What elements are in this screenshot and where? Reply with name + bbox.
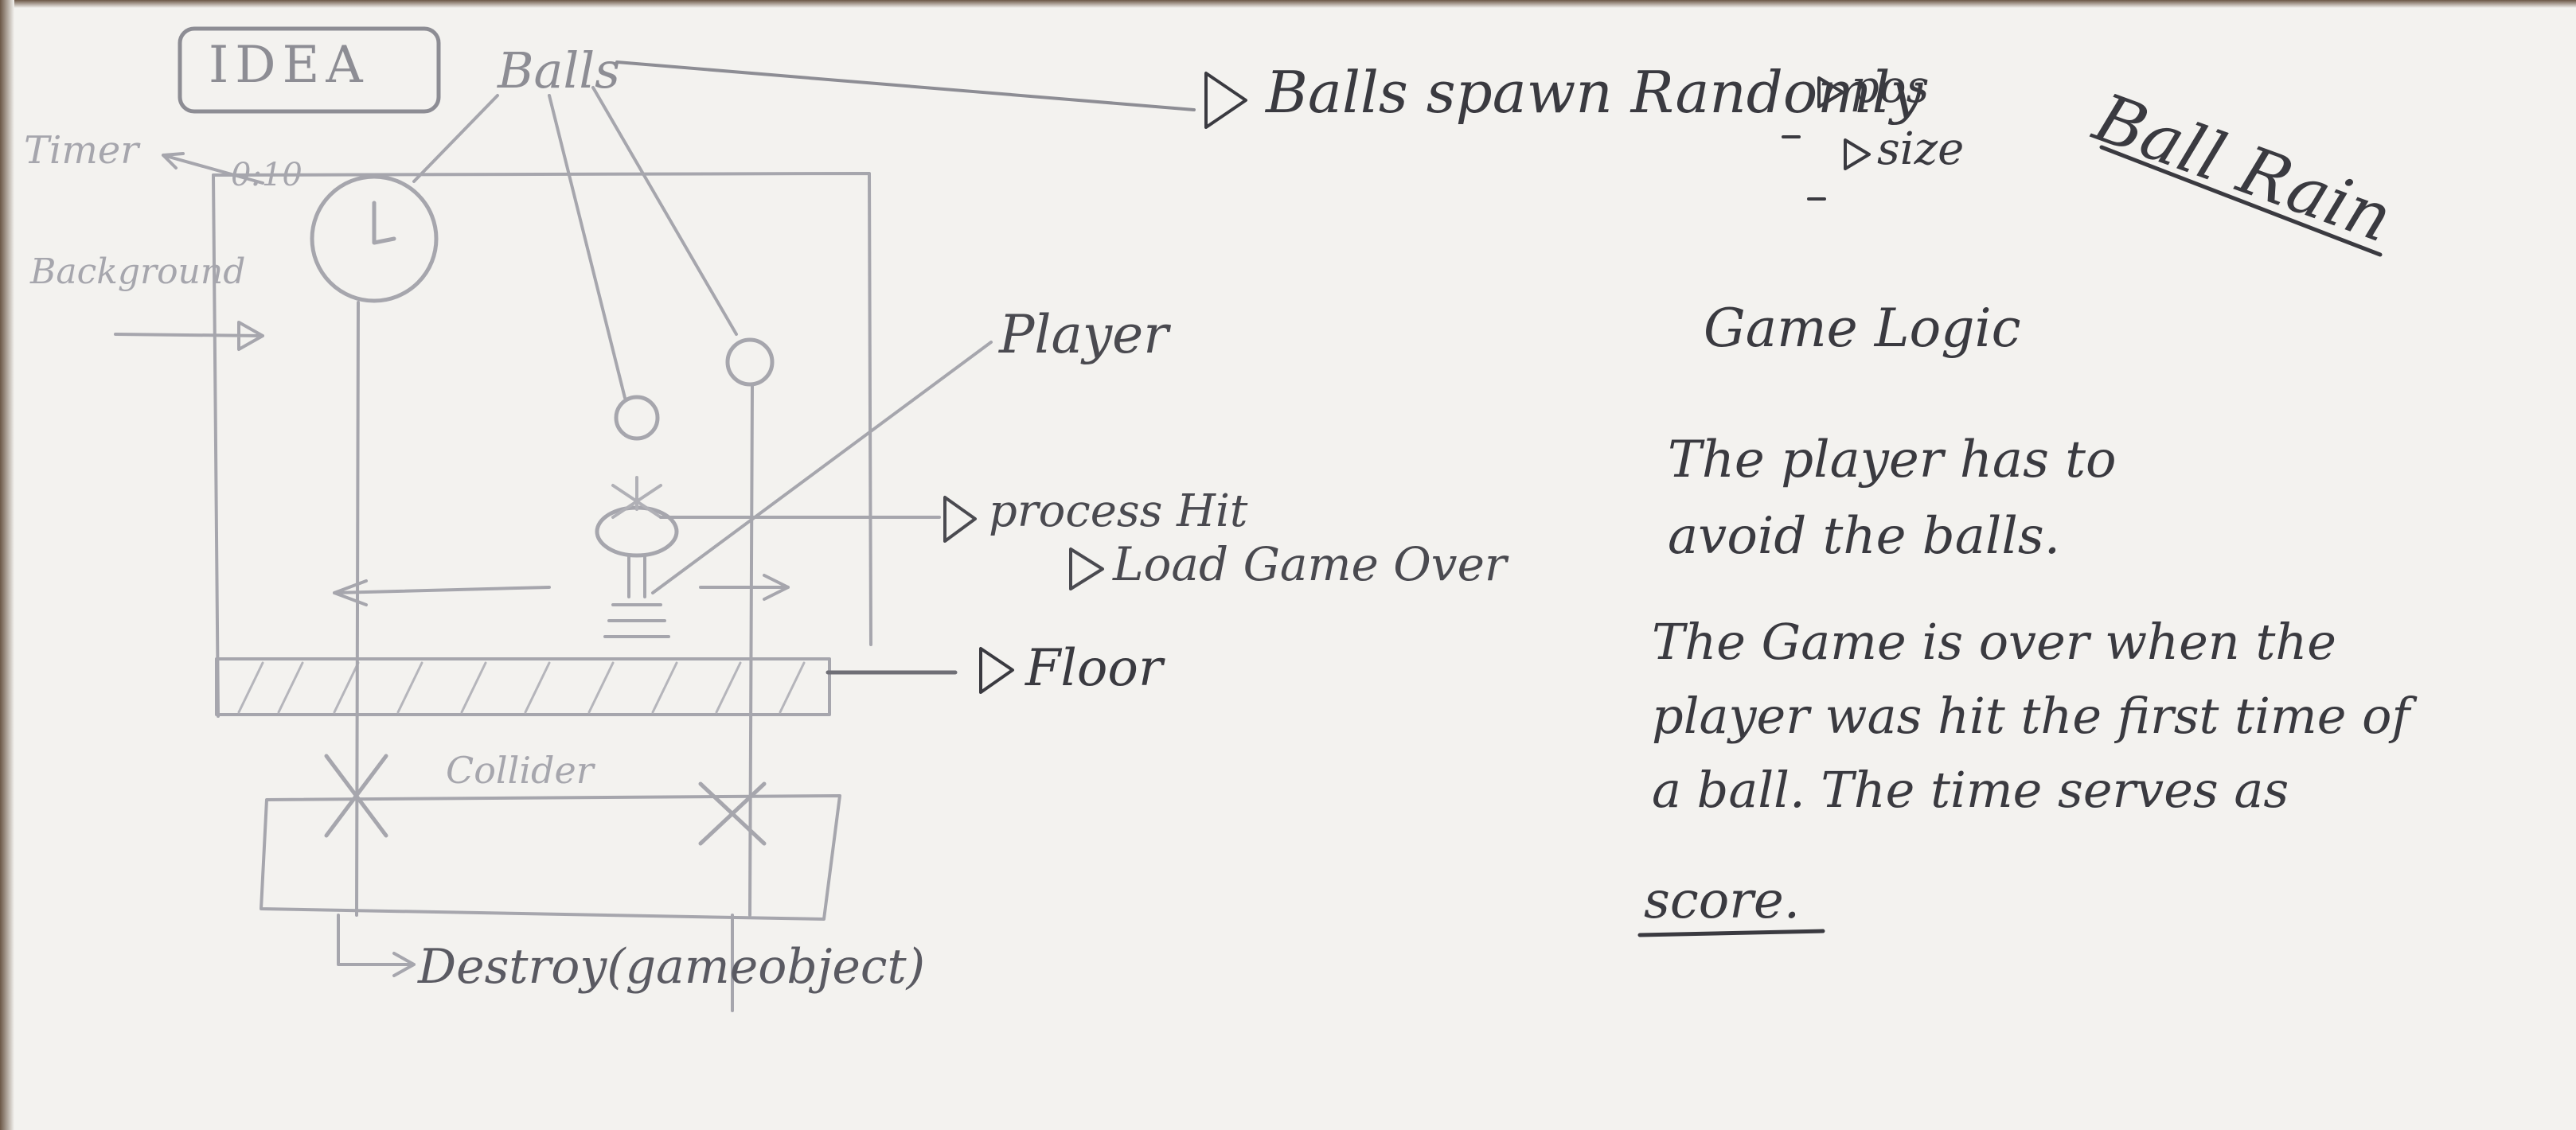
game-logic-heading: Game Logic	[1704, 298, 2021, 359]
triangle-marker	[1204, 72, 1247, 129]
player-figure	[595, 505, 679, 558]
player-label: Player	[999, 304, 1169, 365]
balls-spawn-label: Balls spawn Randomly	[1266, 59, 1923, 126]
balls-label: Balls	[498, 41, 621, 99]
game-logic-text: The Game is over when the player was hit…	[1652, 613, 2410, 819]
timer-value: 0:10	[231, 157, 302, 193]
background-label: Background	[30, 251, 246, 292]
move-left-arrow	[333, 579, 551, 606]
triangle-marker	[1069, 547, 1104, 590]
player-pointer	[651, 341, 993, 594]
background-arrow	[114, 321, 264, 351]
destroy-arrow	[337, 914, 416, 977]
size-label: size	[1877, 123, 1965, 175]
falling-ball	[725, 337, 775, 387]
paper-edge	[0, 0, 2576, 8]
process-hit-label: process Hit	[989, 485, 1248, 537]
triangle-marker	[1817, 76, 1844, 108]
collision-mark	[324, 754, 388, 838]
collider-box	[260, 794, 841, 921]
idea-box	[178, 26, 441, 114]
timer-arrow	[162, 152, 264, 185]
move-right-arrow	[699, 574, 790, 601]
falling-ball	[614, 395, 660, 441]
balls-spawn-pointer	[615, 60, 1196, 111]
floor-hatch	[237, 661, 806, 714]
triangle-marker	[1844, 138, 1871, 170]
floor-band	[215, 657, 831, 716]
score-underline	[1637, 929, 1825, 937]
triangle-marker	[943, 496, 977, 543]
timer-label: Timer	[24, 128, 139, 173]
floor-label: Floor	[1025, 639, 1163, 698]
destroy-label: Destroy(gameobject)	[418, 939, 925, 995]
pos-label: pos	[1851, 61, 1930, 113]
collision-mark	[698, 781, 767, 846]
title-underline	[2099, 145, 2383, 257]
paper-edge	[0, 0, 14, 1130]
idea-label: IDEA	[209, 36, 369, 95]
game-logic-score: score.	[1644, 871, 1801, 930]
triangle-marker	[979, 647, 1014, 694]
ball-with-timer	[310, 174, 439, 303]
collider-label: Collider	[446, 749, 594, 792]
game-logic-text: The player has to avoid the balls.	[1668, 431, 2117, 566]
load-game-over-label: Load Game Over	[1113, 537, 1507, 591]
screen-frame	[212, 172, 872, 646]
